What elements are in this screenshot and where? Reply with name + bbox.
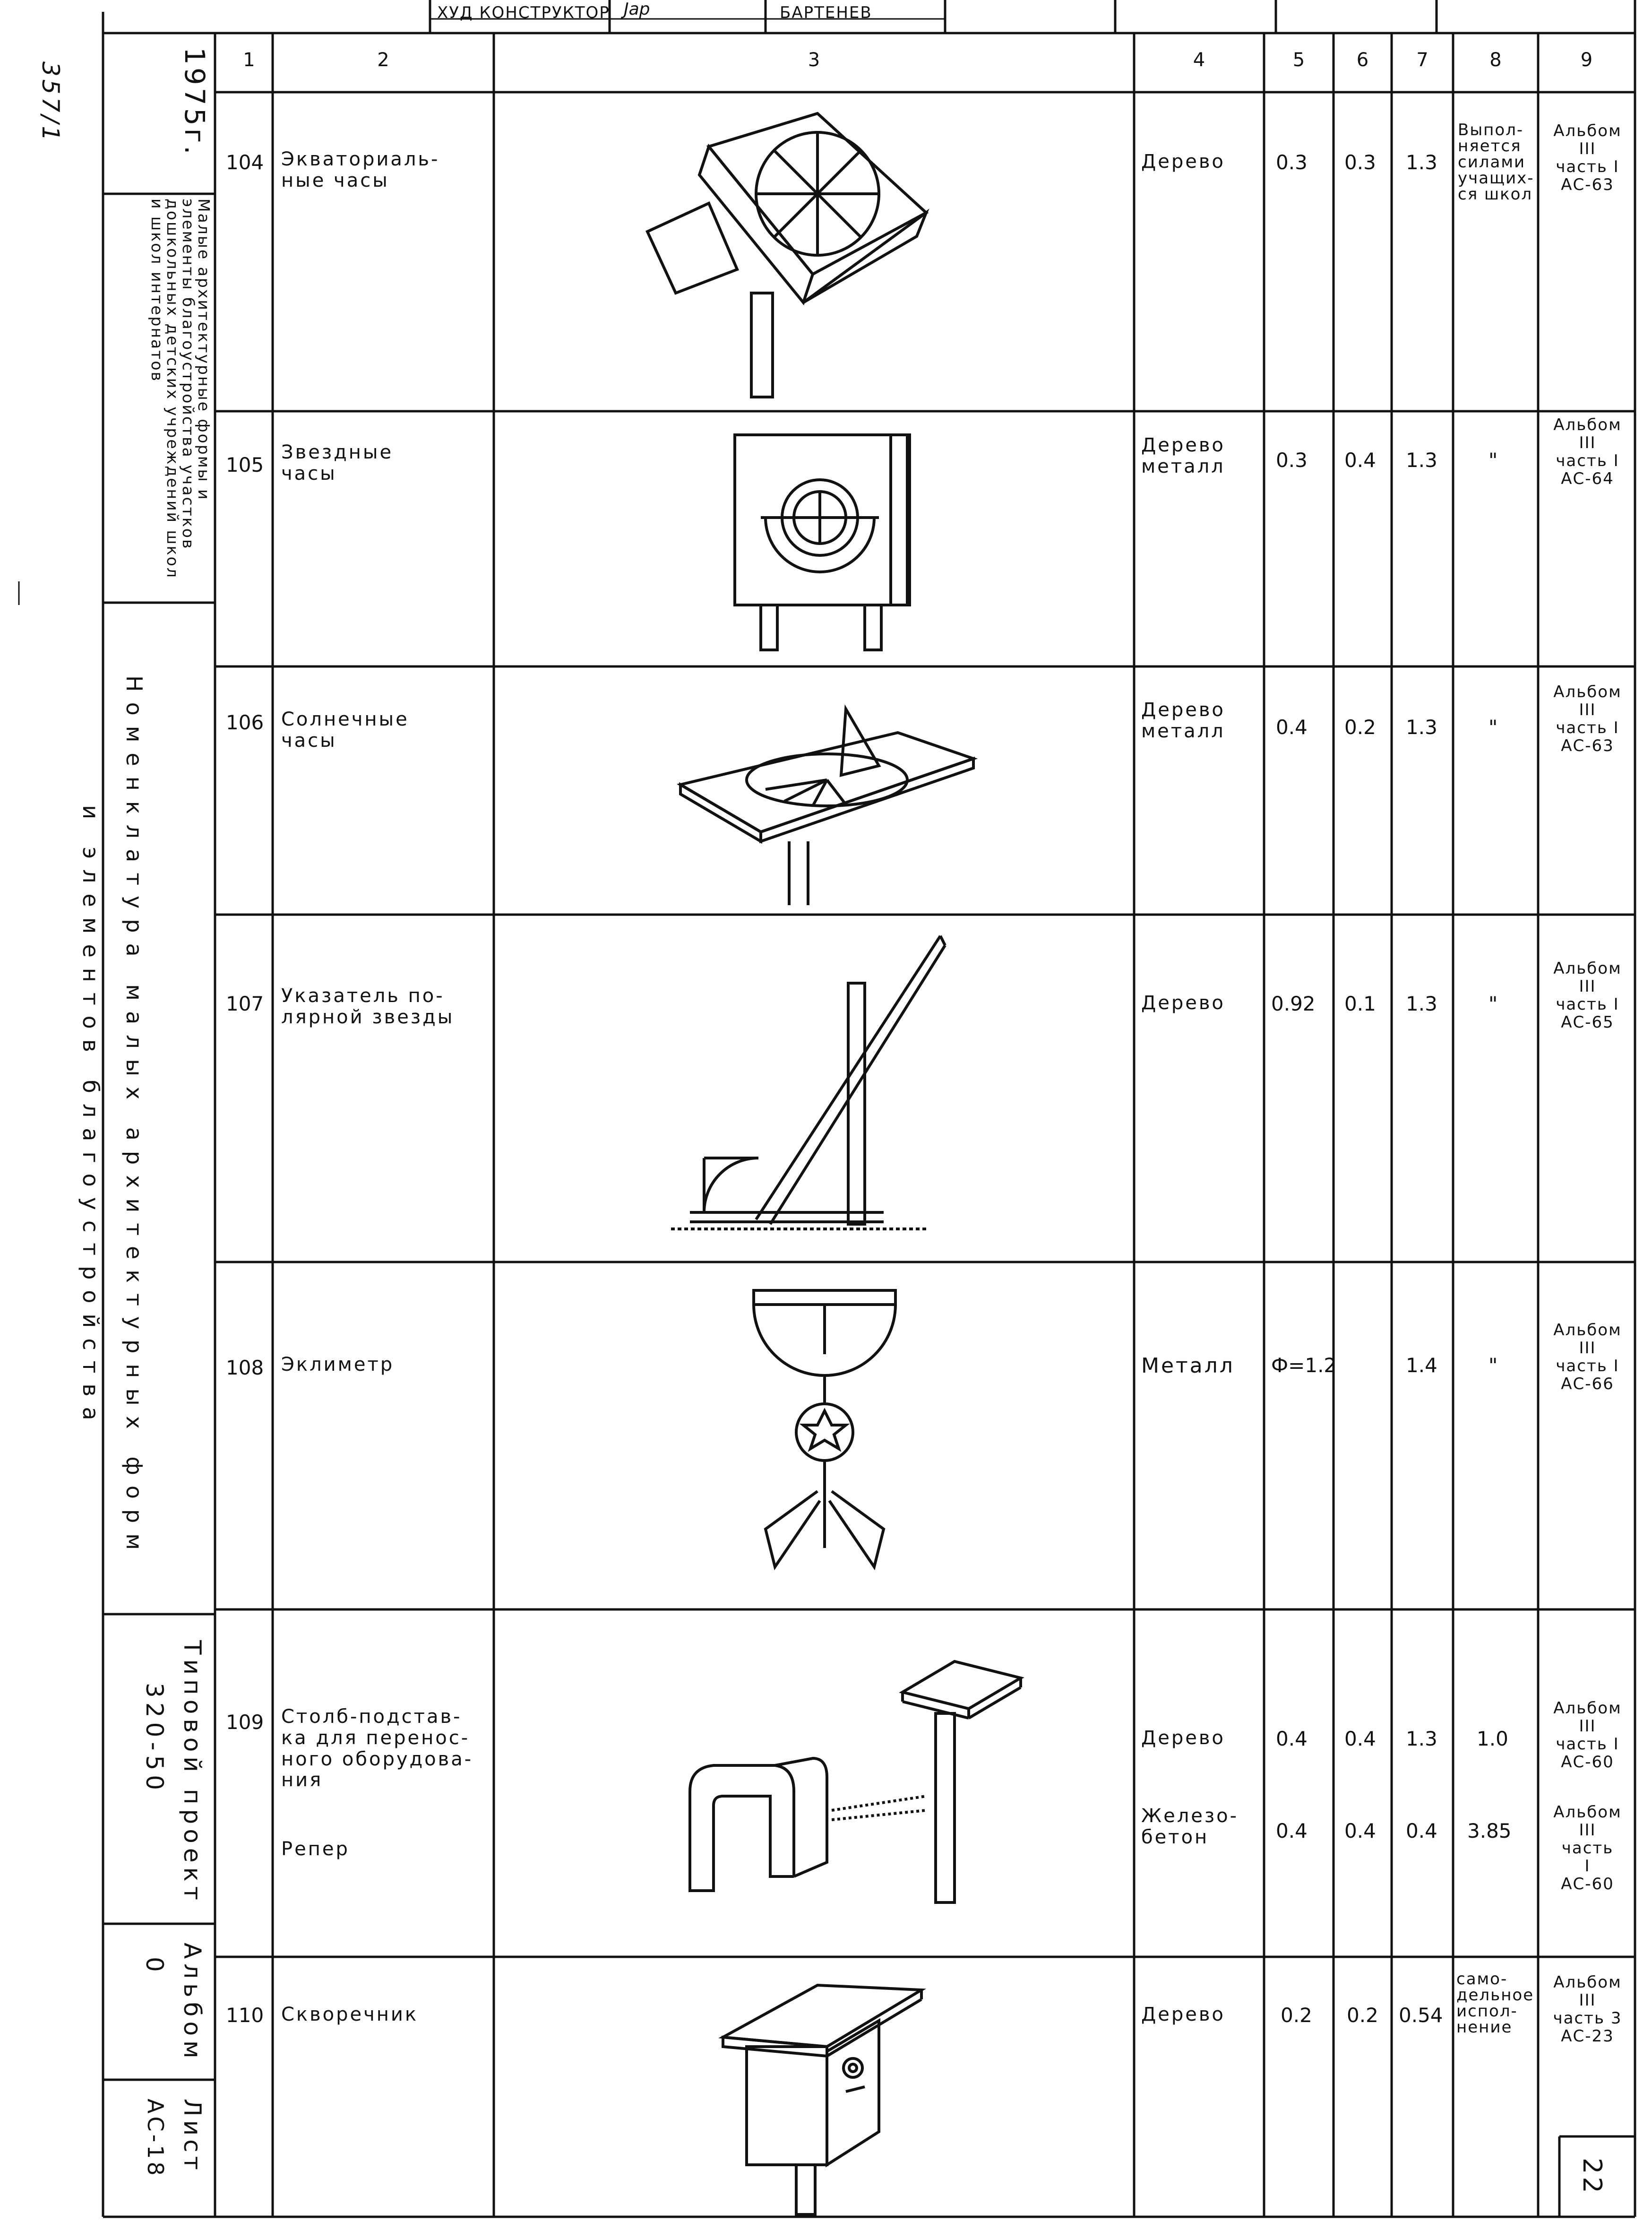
col8-value: 1.0	[1477, 1727, 1508, 1750]
side-sheet-number: АС-18	[143, 2099, 168, 2179]
star-clock-drawing	[733, 433, 911, 651]
item-name: Солнечные часы	[281, 709, 409, 752]
col7-value: 1.3	[1406, 716, 1437, 739]
margin-archive-number: 357/1	[37, 61, 64, 144]
col6-value: 0.2	[1347, 2004, 1378, 2027]
col-header-4: 4	[1193, 49, 1205, 71]
col5-value: 0.3	[1276, 449, 1308, 472]
col6-value: 0.3	[1344, 151, 1376, 174]
col9-reference: Альбом III часть I АС-63	[1553, 683, 1622, 756]
polar-star-pointer-drawing	[671, 935, 946, 1230]
col5-value: 0.92	[1271, 992, 1316, 1015]
col-header-7: 7	[1416, 49, 1428, 71]
col5-value: 0.2	[1281, 2004, 1312, 2027]
col7-value: 0.54	[1399, 2004, 1443, 2027]
item-name: Указатель по- лярной звезды	[281, 985, 455, 1028]
col9-reference: Альбом III часть I АС-65	[1553, 959, 1622, 1032]
col7-value: 1.3	[1406, 151, 1437, 174]
item-material: Дерево	[1141, 2004, 1225, 2025]
row-number: 104	[226, 151, 264, 174]
col5-value: 0.3	[1276, 151, 1308, 174]
col6-value: 0.4	[1344, 449, 1376, 472]
col-header-3: 3	[808, 49, 820, 71]
side-album-number: 0	[141, 1957, 168, 1975]
item-material-secondary: Железо- бетон	[1141, 1805, 1239, 1848]
col-header-9: 9	[1580, 49, 1593, 71]
item-name: Экваториаль- ные часы	[281, 148, 440, 191]
col5-value: 0.4	[1276, 1727, 1308, 1750]
item-name: Скворечник	[281, 2004, 419, 2025]
col6-value: 0.2	[1344, 716, 1376, 739]
col9-reference: Альбом III часть I АС-63	[1553, 121, 1622, 195]
col5-value-secondary: 0.4	[1276, 1819, 1308, 1842]
page-number: 22	[1577, 2158, 1607, 2196]
item-material: Дерево	[1141, 151, 1225, 173]
col9-reference: Альбом III часть I АС-66	[1553, 1321, 1622, 1394]
col9-reference: Альбом III часть I АС-64	[1553, 415, 1622, 489]
item-material: Дерево	[1141, 992, 1225, 1014]
eclimeter-drawing	[752, 1289, 897, 1571]
top-strip-author-label: ХУД КОНСТРУКТОР	[437, 3, 610, 22]
item-material: Дерево металл	[1141, 434, 1225, 477]
col8-value-secondary: 3.85	[1467, 1819, 1512, 1842]
side-album-label: Альбом	[179, 1943, 206, 2063]
col7-value-secondary: 0.4	[1406, 1819, 1437, 1842]
row-number: 108	[226, 1356, 264, 1379]
col9-reference: Альбом III часть 3 АС-23	[1553, 1973, 1622, 2046]
stand-post-and-benchmark-drawing	[688, 1660, 1024, 1904]
item-name-secondary: Репер	[281, 1838, 350, 1860]
col-header-5: 5	[1292, 49, 1305, 71]
col8-note: Выпол- няется силами учащих- ся школ	[1458, 121, 1534, 204]
row-number: 107	[226, 992, 264, 1015]
side-section-title: Малые архитектурные формы и элементы бла…	[148, 199, 213, 579]
col-header-6: 6	[1356, 49, 1369, 71]
item-material: Дерево металл	[1141, 699, 1225, 742]
col9-reference: Альбом III часть I АС-60	[1553, 1699, 1622, 1772]
row-number: 105	[226, 453, 264, 476]
col5-value: Ф=1.2	[1271, 1354, 1337, 1377]
item-material: Металл	[1141, 1354, 1235, 1378]
item-name: Эклиметр	[281, 1354, 395, 1375]
sundial-drawing	[677, 704, 978, 905]
col8-note: "	[1489, 449, 1498, 472]
col8-note: "	[1489, 1354, 1498, 1377]
col6-value-secondary: 0.4	[1344, 1819, 1376, 1842]
col8-note: "	[1489, 716, 1498, 739]
birdhouse-drawing	[718, 1983, 927, 2216]
side-year: 1975г.	[179, 47, 211, 157]
side-nomenclature-title: Номенклатура малых архитектурных форм и …	[78, 675, 147, 1560]
col8-note: само- дельное испол- нение	[1456, 1970, 1534, 2037]
side-sheet-label: Лист	[179, 2099, 206, 2174]
col7-value: 1.3	[1406, 992, 1437, 1015]
item-name: Столб-подстав- ка для перенос- ного обор…	[281, 1706, 473, 1791]
row-number: 110	[226, 2004, 264, 2027]
row-number: 109	[226, 1711, 264, 1734]
col5-value: 0.4	[1276, 716, 1308, 739]
col6-value: 0.4	[1344, 1727, 1376, 1750]
item-material: Дерево	[1141, 1727, 1225, 1749]
top-strip-name-label: БАРТЕНЕВ	[780, 3, 872, 22]
side-project-number: 320-50	[141, 1683, 168, 1795]
side-project-label: Типовой проект	[179, 1640, 206, 1905]
equatorial-clock-drawing	[645, 112, 929, 398]
col9-reference-secondary: Альбом III часть I АС-60	[1553, 1803, 1622, 1894]
item-name: Звездные часы	[281, 441, 394, 484]
col8-note: "	[1489, 992, 1498, 1015]
top-strip-signature: Jap	[624, 0, 650, 19]
col7-value: 1.3	[1406, 449, 1437, 472]
col-header-8: 8	[1489, 49, 1502, 71]
col-header-2: 2	[377, 49, 389, 71]
col-header-1: 1	[243, 49, 255, 71]
row-number: 106	[226, 711, 264, 734]
col7-value: 1.4	[1406, 1354, 1437, 1377]
col7-value: 1.3	[1406, 1727, 1437, 1750]
col6-value: 0.1	[1344, 992, 1376, 1015]
